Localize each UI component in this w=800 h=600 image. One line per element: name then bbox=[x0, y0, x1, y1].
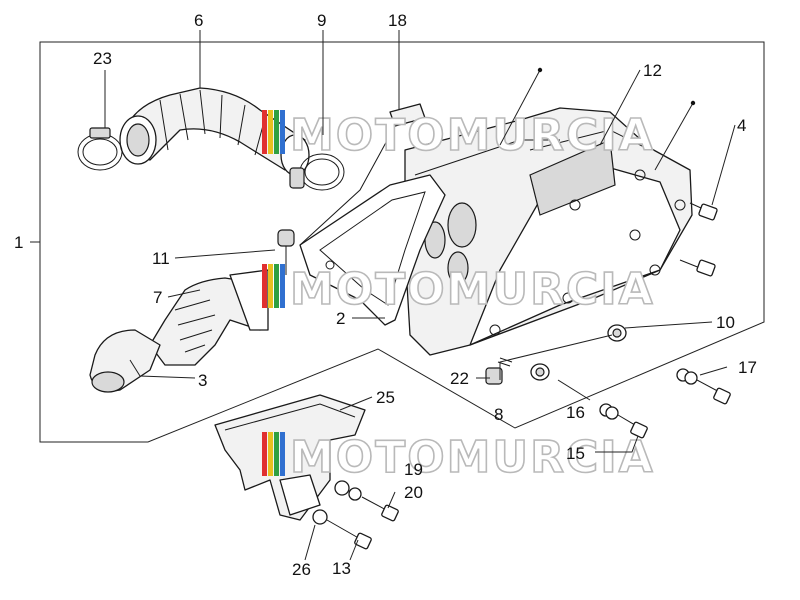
callout-25: 25 bbox=[376, 388, 395, 407]
bolt-part-20 bbox=[334, 480, 399, 522]
callout-2: 2 bbox=[336, 309, 345, 328]
watermark-stripe bbox=[262, 432, 267, 476]
callout-26: 26 bbox=[292, 560, 311, 579]
reference-dot-icon bbox=[537, 67, 543, 73]
callout-12: 12 bbox=[643, 61, 662, 80]
breather-fitting-part-18 bbox=[299, 103, 426, 246]
grommet-part-11 bbox=[277, 229, 295, 275]
callout-22: 22 bbox=[450, 369, 469, 388]
spacer-part-8 bbox=[530, 363, 550, 381]
watermark-logo-icon bbox=[262, 264, 285, 308]
watermark-stripe bbox=[262, 110, 267, 154]
callout-8: 8 bbox=[494, 405, 503, 424]
callout-20: 20 bbox=[404, 483, 423, 502]
callout-18: 18 bbox=[388, 11, 407, 30]
callout-11: 11 bbox=[152, 249, 170, 268]
watermark-stripe bbox=[274, 110, 279, 154]
watermark-stripe bbox=[280, 264, 285, 308]
callout-17: 17 bbox=[738, 358, 757, 377]
watermark-stripe bbox=[268, 432, 273, 476]
watermark-logo-icon bbox=[262, 432, 285, 476]
watermark-stripe bbox=[280, 432, 285, 476]
watermark-logo-icon bbox=[262, 110, 285, 154]
callout-9: 9 bbox=[317, 11, 326, 30]
watermark-text: MOTOMURCIA bbox=[290, 264, 655, 315]
hose-clamp-part-9 bbox=[289, 153, 345, 191]
cover-part-25 bbox=[214, 394, 366, 521]
callout-15: 15 bbox=[566, 444, 585, 463]
callout-10: 10 bbox=[716, 313, 735, 332]
watermark-text: MOTOMURCIA bbox=[290, 110, 655, 161]
callout-7: 7 bbox=[153, 288, 162, 307]
watermark-stripe bbox=[268, 264, 273, 308]
watermark-stripe bbox=[274, 432, 279, 476]
callout-19: 19 bbox=[404, 460, 423, 479]
bolt-part-4 bbox=[679, 202, 718, 277]
nut-part-22 bbox=[485, 357, 513, 385]
callout-13: 13 bbox=[332, 559, 351, 578]
gasket-part-2 bbox=[299, 174, 446, 326]
bolt-part-13 bbox=[312, 509, 372, 550]
callout-labels: 1 2 3 4 6 7 8 9 10 11 12 13 15 16 17 18 … bbox=[14, 11, 757, 579]
watermark-stripe bbox=[280, 110, 285, 154]
watermark: MOTOMURCIA MOTOMURCIA MOTOMURCIA bbox=[262, 109, 655, 484]
callout-4: 4 bbox=[737, 116, 746, 135]
callout-16: 16 bbox=[566, 403, 585, 422]
leader-lines bbox=[30, 30, 736, 561]
callout-3: 3 bbox=[198, 371, 207, 390]
callout-23: 23 bbox=[93, 49, 112, 68]
watermark-stripe bbox=[262, 264, 267, 308]
callout-6: 6 bbox=[194, 11, 203, 30]
watermark-stripe bbox=[274, 264, 279, 308]
reference-dot-icon bbox=[690, 100, 696, 106]
hose-clamp-part-23 bbox=[77, 127, 123, 171]
air-filter-housing bbox=[404, 107, 693, 356]
intake-duct-part-7 bbox=[149, 269, 269, 366]
boot-part-3 bbox=[89, 329, 161, 393]
callout-1: 1 bbox=[14, 233, 23, 252]
watermark-stripe bbox=[268, 110, 273, 154]
bolt-part-17 bbox=[676, 368, 731, 405]
watermark-text: MOTOMURCIA bbox=[290, 432, 655, 483]
bolt-part-15 bbox=[599, 403, 648, 439]
spacer-part-10 bbox=[607, 324, 627, 342]
assembly-frame bbox=[39, 41, 765, 443]
